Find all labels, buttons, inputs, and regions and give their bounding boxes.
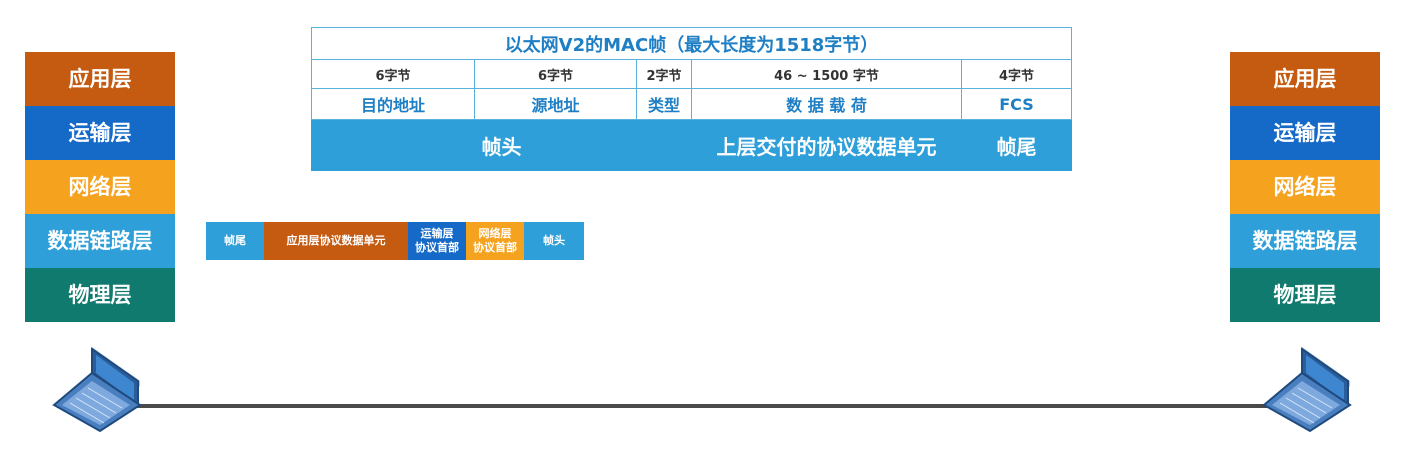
- part-frame-trailer: 帧尾: [961, 119, 1072, 171]
- size-fcs: 4字节: [961, 59, 1072, 89]
- mac-frame-table: 以太网V2的MAC帧（最大长度为1518字节） 6字节 6字节 2字节 46 ~…: [311, 27, 1072, 171]
- packet-network-header-line2: 协议首部: [473, 241, 517, 254]
- encapsulated-frame: 帧尾 应用层协议数据单元 运输层 协议首部 网络层 协议首部 帧头: [206, 222, 584, 260]
- left-layer-datalink: 数据链路层: [25, 214, 175, 268]
- mac-frame-title: 以太网V2的MAC帧（最大长度为1518字节）: [311, 27, 1072, 60]
- right-layer-network: 网络层: [1230, 160, 1380, 214]
- left-layer-application: 应用层: [25, 52, 175, 106]
- packet-application-pdu: 应用层协议数据单元: [264, 222, 408, 260]
- field-fcs: FCS: [961, 88, 1072, 120]
- field-payload: 数 据 载 荷: [691, 88, 962, 120]
- laptop-icon: [52, 343, 142, 433]
- packet-network-header: 网络层 协议首部: [466, 222, 524, 260]
- laptop-icon: [1262, 343, 1352, 433]
- left-protocol-stack: 应用层 运输层 网络层 数据链路层 物理层: [25, 52, 175, 322]
- packet-transport-header-line2: 协议首部: [415, 241, 459, 254]
- right-protocol-stack: 应用层 运输层 网络层 数据链路层 物理层: [1230, 52, 1380, 322]
- field-dest-address: 目的地址: [311, 88, 475, 120]
- packet-transport-header-line1: 运输层: [420, 227, 454, 240]
- left-layer-network: 网络层: [25, 160, 175, 214]
- size-type: 2字节: [636, 59, 692, 89]
- field-type: 类型: [636, 88, 692, 120]
- network-cable: [130, 404, 1280, 408]
- packet-frame-trailer: 帧尾: [206, 222, 264, 260]
- right-layer-transport: 运输层: [1230, 106, 1380, 160]
- size-src-address: 6字节: [474, 59, 637, 89]
- left-layer-transport: 运输层: [25, 106, 175, 160]
- part-upper-pdu: 上层交付的协议数据单元: [691, 119, 962, 171]
- right-layer-application: 应用层: [1230, 52, 1380, 106]
- size-dest-address: 6字节: [311, 59, 475, 89]
- part-frame-header: 帧头: [311, 119, 692, 171]
- left-layer-physical: 物理层: [25, 268, 175, 322]
- field-src-address: 源地址: [474, 88, 637, 120]
- right-layer-datalink: 数据链路层: [1230, 214, 1380, 268]
- packet-frame-header: 帧头: [524, 222, 584, 260]
- packet-network-header-line1: 网络层: [478, 227, 512, 240]
- right-layer-physical: 物理层: [1230, 268, 1380, 322]
- size-payload: 46 ~ 1500 字节: [691, 59, 962, 89]
- packet-transport-header: 运输层 协议首部: [408, 222, 466, 260]
